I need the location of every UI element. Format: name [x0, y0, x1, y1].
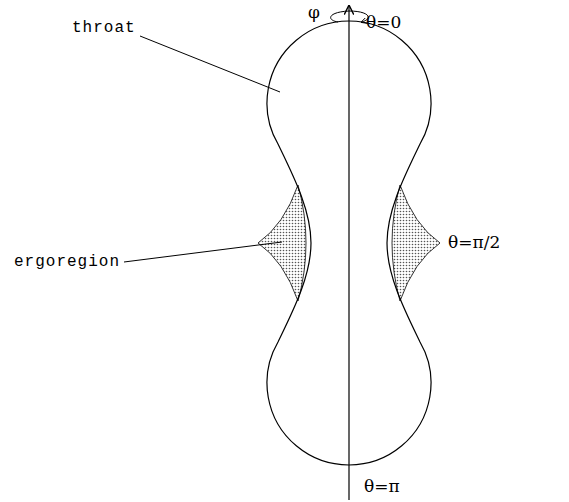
- rotation-arrow: [331, 11, 369, 22]
- ergoregion-shading: [392, 185, 440, 301]
- part-label: throat: [72, 20, 136, 36]
- ergoregion-shading: [258, 185, 306, 301]
- angle-label: θ=0: [366, 14, 401, 31]
- leader-line: [124, 242, 282, 262]
- angle-label: θ=π: [364, 478, 400, 495]
- angle-label: θ=π/2: [448, 234, 500, 251]
- part-label: ergoregion: [14, 254, 120, 270]
- angle-label: φ: [308, 4, 320, 21]
- leader-line: [140, 36, 280, 92]
- rotation-axis: [348, 6, 349, 500]
